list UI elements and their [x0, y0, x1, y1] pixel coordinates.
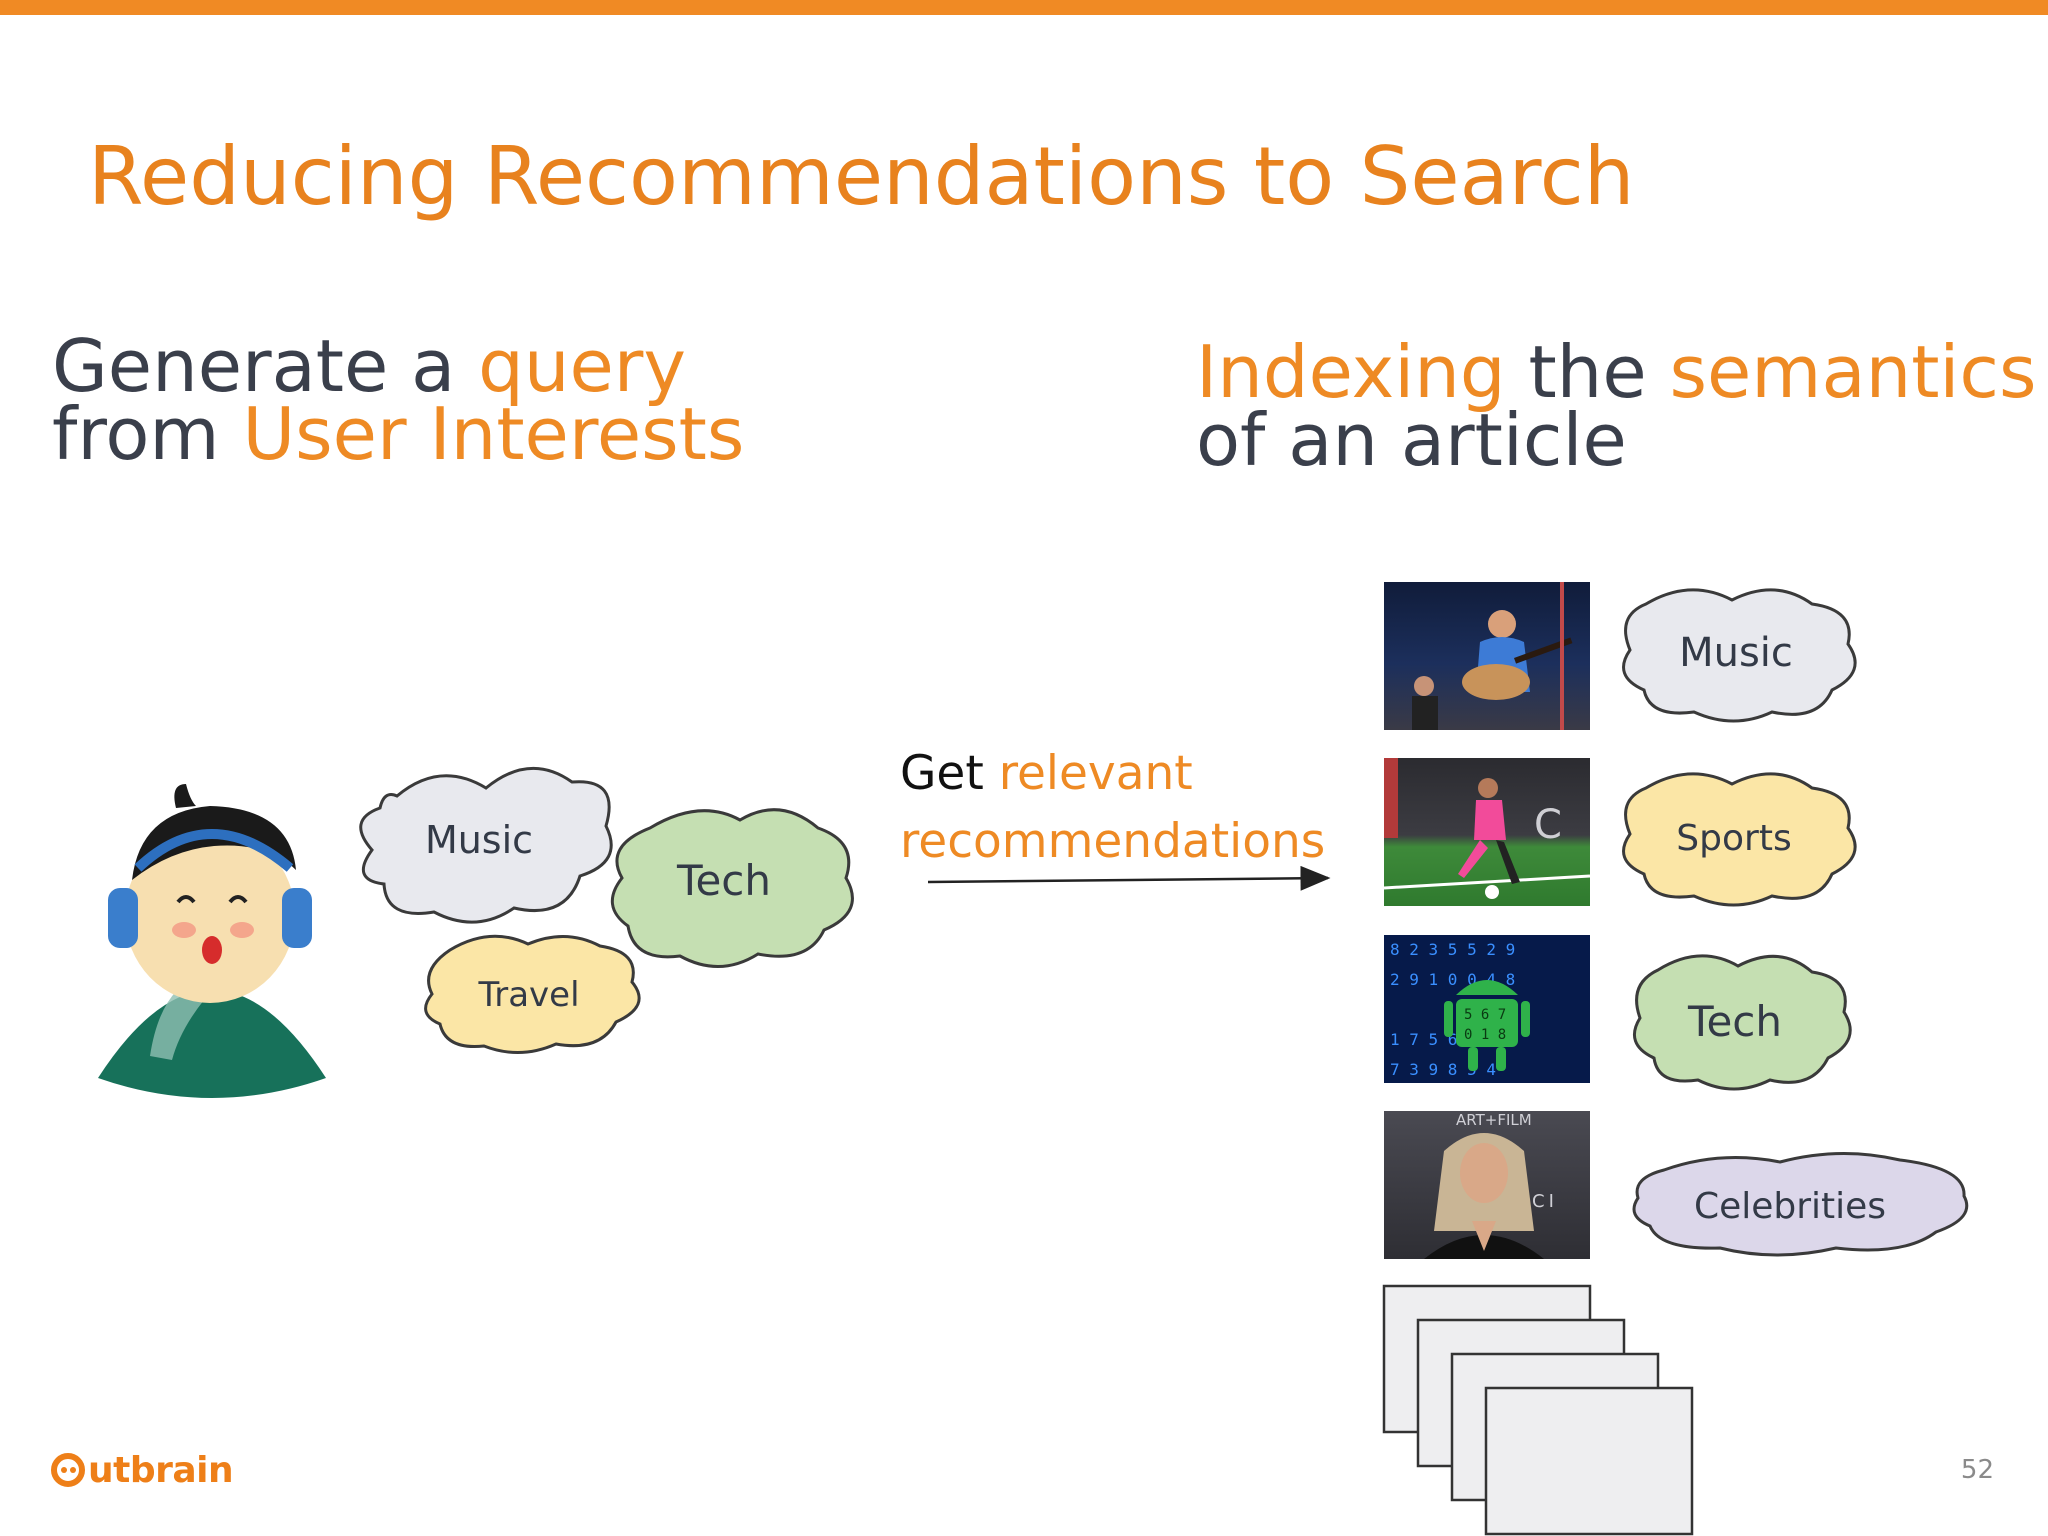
article-tech-cloud-shape — [1632, 954, 1852, 1091]
user-interests-highlight: User Interests — [242, 392, 745, 476]
avatar-face — [125, 827, 295, 1003]
left-heading-line2: from User Interests — [52, 398, 744, 470]
tech-cloud-shape — [611, 808, 854, 968]
headphone-right-icon — [282, 888, 312, 948]
user-avatar — [98, 784, 326, 1098]
soccer-player-photo: C — [1384, 758, 1590, 906]
headphone-left-icon — [108, 888, 138, 948]
svg-text:5 6 7: 5 6 7 — [1464, 1007, 1506, 1023]
page-number: 52 — [1960, 1455, 1994, 1485]
logo-text: utbrain — [88, 1450, 234, 1491]
article-celebrities-cloud-shape — [1632, 1152, 1969, 1257]
article-cloud-music: Music — [1622, 588, 1857, 723]
right-heading-text: the — [1505, 330, 1670, 414]
avatar-hair — [132, 806, 296, 880]
svg-text:8 2 3 5 5 2 9: 8 2 3 5 5 2 9 — [1390, 940, 1515, 959]
arrow-caption-line2: recommendations — [900, 814, 1326, 869]
relevant-highlight: relevant — [998, 746, 1193, 801]
ci-overlay-text: CI — [1532, 1191, 1558, 1212]
arrow-caption-text: Get — [900, 746, 999, 801]
left-heading: Generate a query from User Interests — [52, 330, 744, 470]
slide-title: Reducing Recommendations to Search — [88, 130, 1635, 223]
semantics-highlight: semantics — [1669, 330, 2037, 414]
article-cloud-sports: Sports — [1622, 772, 1857, 907]
soccer-player-illustration: C — [1384, 758, 1590, 899]
concert-guitarist-photo — [1384, 582, 1590, 730]
outbrain-logo: utbrain — [54, 1450, 234, 1491]
article-sports-cloud-shape — [1622, 772, 1857, 907]
left-heading-line1: Generate a query — [52, 330, 744, 402]
svg-text:0 1 8: 0 1 8 — [1464, 1027, 1506, 1043]
interest-label-tech: Tech — [676, 856, 771, 905]
android-matrix-illustration: 8 2 3 5 5 2 9 2 9 1 0 0 4 8 1 7 5 6 8 2 … — [1390, 940, 1530, 1079]
travel-cloud-shape — [424, 934, 641, 1055]
indexing-highlight: Indexing — [1196, 330, 1506, 414]
arrow-caption-line1: Get relevant — [900, 740, 1325, 808]
celebrity-portrait-photo: ART+FILM CI — [1384, 1111, 1590, 1259]
interest-cloud-tech: Tech — [611, 808, 854, 968]
art-film-overlay-text: ART+FILM — [1456, 1111, 1532, 1129]
left-heading-text: from — [52, 392, 243, 476]
headphone-band — [134, 829, 294, 872]
top-accent-bar — [0, 0, 2048, 15]
article-page — [1484, 1386, 1694, 1536]
article-page-stack — [1382, 1284, 1694, 1536]
right-heading: Indexing the semantics of an article — [1196, 336, 2037, 482]
recommendation-arrow — [927, 865, 1331, 891]
article-cloud-celebrities: Celebrities — [1632, 1152, 1969, 1257]
android-matrix-photo: 8 2 3 5 5 2 9 2 9 1 0 0 4 8 1 7 5 6 8 2 … — [1384, 935, 1590, 1083]
topic-label-tech: Tech — [1687, 997, 1782, 1046]
interest-label-travel: Travel — [477, 975, 579, 1015]
svg-text:C: C — [1534, 802, 1562, 848]
interest-cloud-music: Music — [359, 766, 613, 924]
interest-cloud-travel: Travel — [424, 934, 641, 1055]
topic-label-music: Music — [1679, 630, 1793, 676]
outbrain-logo-icon — [51, 1453, 85, 1487]
topic-label-celebrities: Celebrities — [1694, 1186, 1886, 1227]
topic-label-sports: Sports — [1676, 818, 1791, 859]
arrow-caption: Get relevant recommendations — [900, 740, 1325, 876]
right-heading-line2: of an article — [1196, 398, 1627, 482]
concert-guitarist-illustration — [1412, 582, 1573, 730]
left-heading-text: Generate a — [52, 324, 479, 408]
article-music-cloud-shape — [1622, 588, 1857, 723]
query-highlight: query — [478, 324, 687, 408]
article-cloud-tech: Tech — [1632, 954, 1852, 1091]
music-cloud-shape — [359, 766, 613, 924]
celebrity-portrait-illustration: ART+FILM CI — [1424, 1111, 1558, 1259]
interest-label-music: Music — [425, 818, 533, 862]
avatar-body — [98, 990, 326, 1098]
right-heading-line1: Indexing the semantics — [1196, 336, 2037, 408]
